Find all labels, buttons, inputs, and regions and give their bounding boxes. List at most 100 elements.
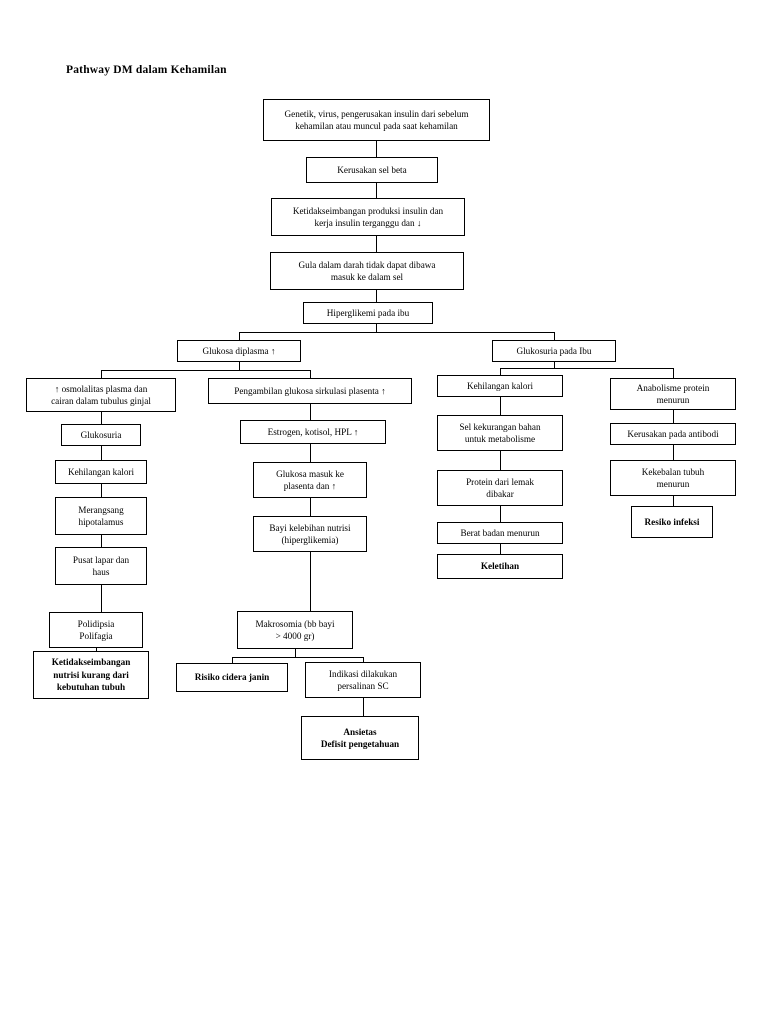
flowchart-node-label: Ketidakseimbangan nutrisi kurang dari ke…	[51, 657, 131, 693]
flowchart-node: Indikasi dilakukan persalinan SC	[305, 662, 421, 698]
flowchart-node: Kehilangan kalori	[437, 375, 563, 397]
flowchart-node: Pusat lapar dan haus	[55, 547, 147, 585]
connector-line	[239, 332, 240, 340]
flowchart-node-label: Estrogen, kotisol, HPL ↑	[267, 426, 359, 437]
flowchart-node: Genetik, virus, pengerusakan insulin dar…	[263, 99, 490, 141]
connector-line	[376, 324, 377, 332]
flowchart-node: Keletihan	[437, 554, 563, 579]
flowchart-node-label: Ketidakseimbangan produksi insulin dan k…	[292, 205, 444, 228]
connector-line	[673, 410, 674, 423]
connector-line	[96, 648, 97, 651]
connector-line	[554, 362, 555, 368]
flowchart-node: Berat badan menurun	[437, 522, 563, 544]
connector-line	[295, 649, 296, 657]
flowchart-node-label: Glukosa masuk ke plasenta dan ↑	[276, 468, 344, 491]
flowchart-node: Kerusakan pada antibodi	[610, 423, 736, 445]
connector-line	[376, 141, 377, 157]
connector-line	[310, 498, 311, 516]
connector-line	[500, 506, 501, 522]
flowchart-node-label: Bayi kelebihan nutrisi (hiperglikemia)	[269, 522, 351, 545]
flowchart-node: Ketidakseimbangan nutrisi kurang dari ke…	[33, 651, 149, 699]
flowchart-node: Kerusakan sel beta	[306, 157, 438, 183]
flowchart-node-label: Glukosuria pada Ibu	[516, 345, 592, 356]
flowchart-node: Makrosomia (bb bayi > 4000 gr)	[237, 611, 353, 649]
flowchart-node: Merangsang hipotalamus	[55, 497, 147, 535]
connector-line	[673, 496, 674, 506]
flowchart-node: Resiko infeksi	[631, 506, 713, 538]
flowchart-node-label: Keletihan	[480, 561, 520, 572]
flowchart-node: Risiko cidera janin	[176, 663, 288, 692]
connector-line	[376, 183, 377, 198]
flowchart-node-label: Resiko infeksi	[644, 516, 700, 527]
flowchart-node-label: Genetik, virus, pengerusakan insulin dar…	[284, 108, 469, 131]
flowchart-node-label: Ansietas Defisit pengetahuan	[320, 726, 400, 749]
flowchart-node-label: Pusat lapar dan haus	[72, 554, 130, 577]
connector-line	[101, 370, 310, 371]
flowchart-node-label: Risiko cidera janin	[194, 672, 270, 683]
flowchart-node-label: Kerusakan sel beta	[337, 164, 407, 175]
connector-line	[673, 445, 674, 460]
connector-line	[673, 368, 674, 378]
flowchart-node: Pengambilan glukosa sirkulasi plasenta ↑	[208, 378, 412, 404]
flowchart-node: Ansietas Defisit pengetahuan	[301, 716, 419, 760]
flowchart-node-label: Merangsang hipotalamus	[78, 504, 124, 527]
page-title: Pathway DM dalam Kehamilan	[66, 64, 227, 76]
flowchart-node-label: Anabolisme protein menurun	[636, 382, 710, 405]
flowchart-node-label: Protein dari lemak dibakar	[466, 476, 534, 499]
flowchart-node-label: Glukosa diplasma ↑	[202, 345, 276, 356]
flowchart-node: Glukosa diplasma ↑	[177, 340, 301, 362]
connector-line	[239, 362, 240, 370]
flowchart-node-label: ↑ osmolalitas plasma dan cairan dalam tu…	[51, 383, 151, 406]
flowchart-node-label: Indikasi dilakukan persalinan SC	[328, 668, 398, 691]
flowchart-node: Bayi kelebihan nutrisi (hiperglikemia)	[253, 516, 367, 552]
flowchart-node: Protein dari lemak dibakar	[437, 470, 563, 506]
connector-line	[101, 412, 102, 424]
connector-line	[101, 446, 102, 460]
flowchart-node-label: Kehilangan kalori	[466, 380, 534, 391]
flowchart-node: Glukosuria pada Ibu	[492, 340, 616, 362]
connector-line	[500, 368, 501, 375]
flowchart-node-label: Pengambilan glukosa sirkulasi plasenta ↑	[234, 385, 386, 396]
flowchart-node: Kekebalan tubuh menurun	[610, 460, 736, 496]
connector-line	[376, 236, 377, 252]
flowchart-node: Hiperglikemi pada ibu	[303, 302, 433, 324]
connector-line	[239, 332, 555, 333]
connector-line	[500, 368, 673, 369]
flowchart-node: Sel kekurangan bahan untuk metabolisme	[437, 415, 563, 451]
flowchart-node-label: Glukosuria	[80, 429, 122, 440]
flowchart-node: Gula dalam darah tidak dapat dibawa masu…	[270, 252, 464, 290]
flowchart-node: Kehilangan kalori	[55, 460, 147, 484]
connector-line	[310, 370, 311, 378]
connector-line	[232, 657, 233, 663]
flowchart-node: Anabolisme protein menurun	[610, 378, 736, 410]
flowchart-node-label: Berat badan menurun	[460, 527, 540, 538]
flowchart-node-label: Polidipsia Polifagia	[77, 618, 115, 641]
connector-line	[310, 552, 311, 611]
flowchart-node: Polidipsia Polifagia	[49, 612, 143, 648]
flowchart-node-label: Hiperglikemi pada ibu	[326, 307, 410, 318]
connector-line	[310, 444, 311, 462]
flowchart-node: Glukosuria	[61, 424, 141, 446]
flowchart-node-label: Kerusakan pada antibodi	[627, 428, 719, 439]
flowchart-node: Ketidakseimbangan produksi insulin dan k…	[271, 198, 465, 236]
flowchart-node: ↑ osmolalitas plasma dan cairan dalam tu…	[26, 378, 176, 412]
connector-line	[363, 698, 364, 716]
flowchart-node-label: Makrosomia (bb bayi > 4000 gr)	[255, 618, 335, 641]
flowchart-node-label: Kekebalan tubuh menurun	[641, 466, 705, 489]
flowchart-node-label: Sel kekurangan bahan untuk metabolisme	[459, 421, 541, 444]
connector-line	[310, 404, 311, 420]
connector-line	[101, 585, 102, 612]
connector-line	[500, 544, 501, 554]
connector-line	[101, 484, 102, 497]
connector-line	[500, 451, 501, 470]
flowchart-node-label: Gula dalam darah tidak dapat dibawa masu…	[298, 259, 436, 282]
connector-line	[101, 370, 102, 378]
flowchart-node: Estrogen, kotisol, HPL ↑	[240, 420, 386, 444]
connector-line	[500, 397, 501, 415]
connector-line	[101, 535, 102, 547]
connector-line	[363, 657, 364, 662]
flowchart-node-label: Kehilangan kalori	[67, 466, 135, 477]
connector-line	[554, 332, 555, 340]
connector-line	[376, 290, 377, 302]
